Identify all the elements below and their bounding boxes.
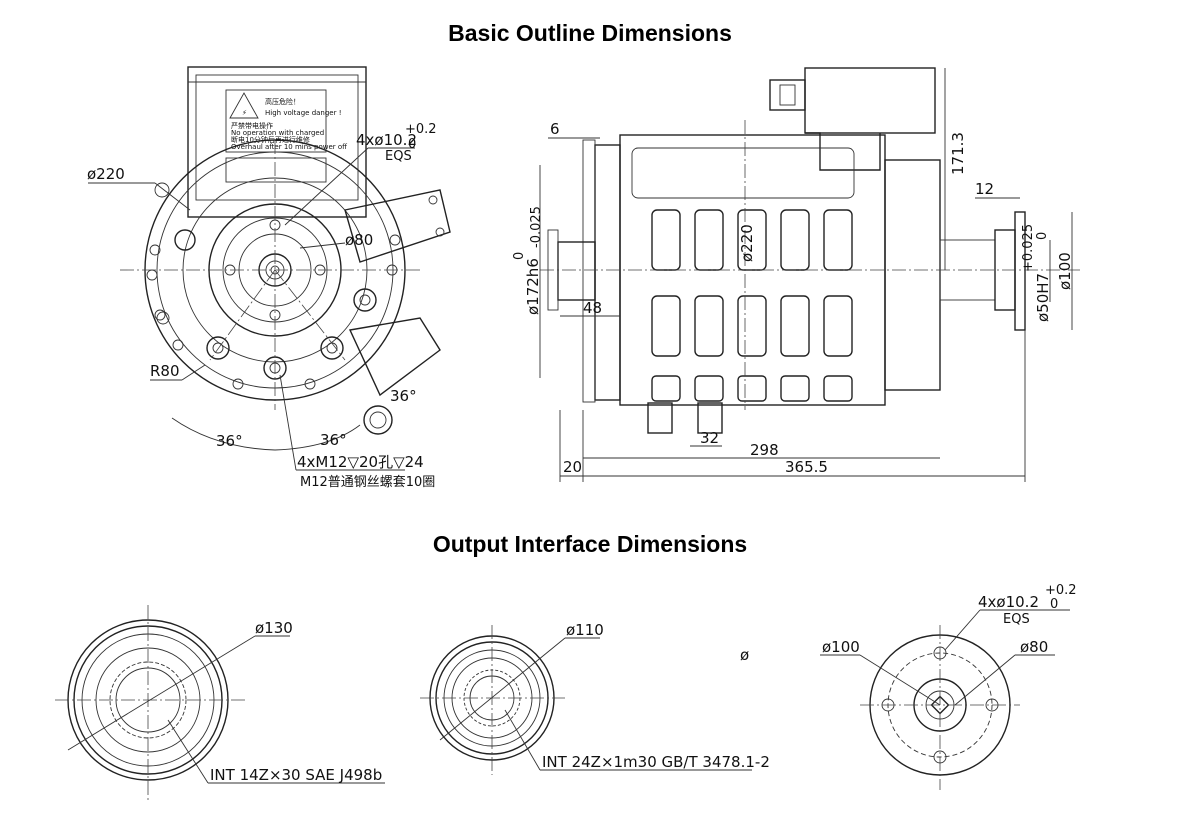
front-dia-220: ø220 [87,165,125,183]
interface2-cut: ø [740,646,749,664]
side-d172-tol-upper: 0 [512,252,527,260]
label-line4: Overhaul after 10 mins power off [231,143,347,151]
front-thread-note: M12普通钢丝螺套10圈 [300,474,435,490]
front-angle-mid: 36° [320,431,347,449]
front-hole-tol-lower: 0 [408,137,416,152]
front-eqs: EQS [385,149,412,164]
shaft-stub [557,241,596,301]
interface3-dia-inner: ø80 [1020,638,1048,656]
label-cn: 高压危险！ [265,97,300,106]
mount-bracket [344,189,451,263]
side-d6: 6 [550,120,560,138]
front-dia-80: ø80 [345,231,373,249]
front-hole-tol-upper: +0.2 [405,122,437,137]
side-d365: 365.5 [785,458,828,476]
front-r80: R80 [150,362,180,380]
side-d172-tol-lower: -0.025 [529,206,544,248]
side-d298: 298 [750,441,779,459]
side-d171: 171.3 [949,132,967,175]
interface2-dia: ø110 [566,621,604,639]
front-angle-left: 36° [216,432,243,450]
interface-spline-24z: ø110 ø INT 24Z×1m30 GB/T 3478.1-2 [420,621,770,775]
interface3-eqs: EQS [1003,612,1030,627]
interface3-tol-upper: +0.2 [1045,583,1077,598]
side-d50-tol-upper: +0.025 [1021,224,1036,272]
side-d220: ø220 [738,224,756,262]
interface-flange: ø100 ø80 4xø10.2 +0.2 0 EQS [820,583,1077,790]
front-thread-spec: 4xM12▽20孔▽24 [297,453,424,471]
side-view: 6 171.3 12 ø172h6 0 -0.025 ø220 48 ø50H7… [512,67,1080,482]
interface-spline-14z: ø130 INT 14Z×30 SAE J498b [55,605,385,800]
output-interface-title: Output Interface Dimensions [432,531,748,557]
interface1-dia: ø130 [255,619,293,637]
interface2-spline: INT 24Z×1m30 GB/T 3478.1-2 [542,753,770,771]
label-line1: 严禁带电操作 [231,121,273,130]
side-d100: ø100 [1056,252,1074,290]
side-d48: 48 [583,299,602,317]
interface3-tol-lower: 0 [1050,597,1058,612]
front-angle-right: 36° [390,387,417,405]
side-d50-tol-lower: 0 [1035,232,1050,240]
side-d20: 20 [563,458,582,476]
side-d32: 32 [700,429,719,447]
front-hole-spec: 4xø10.2 [356,131,417,149]
label-line2: No operation with charged [231,129,324,137]
front-view: ⚡ 高压危险！ High voltage danger ! 严禁带电操作 No … [87,66,451,490]
interface3-dia-outer: ø100 [822,638,860,656]
side-d50: ø50H7 [1034,273,1052,322]
coolant-pipe [348,317,441,397]
junction-box [187,66,367,218]
svg-text:⚡: ⚡ [242,109,247,117]
side-d172: ø172h6 [524,258,542,315]
label-en: High voltage danger ! [265,109,342,117]
interface1-spline: INT 14Z×30 SAE J498b [210,766,382,784]
interface3-holes: 4xø10.2 [978,593,1039,611]
side-d12: 12 [975,180,994,198]
basic-outline-title: Basic Outline Dimensions [448,20,732,46]
